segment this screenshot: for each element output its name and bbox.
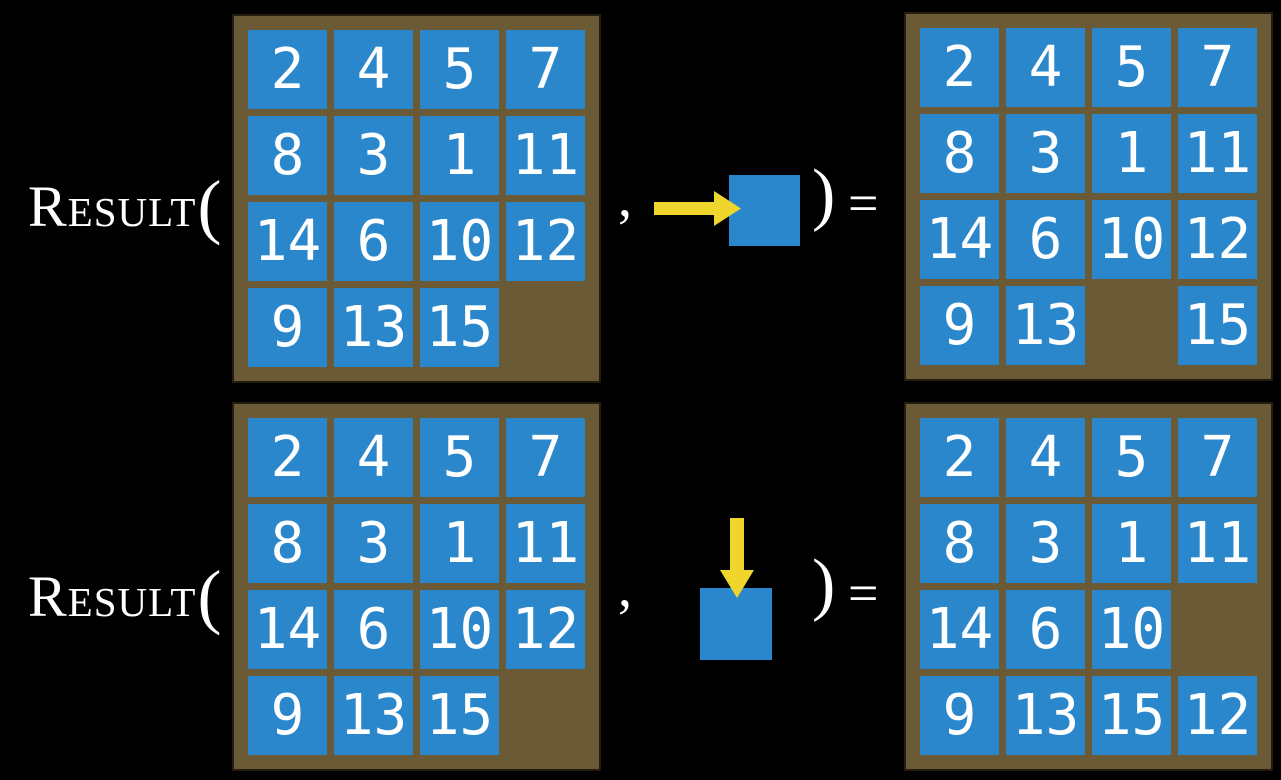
- tile-5: 5: [420, 418, 499, 497]
- tile-12: 12: [1178, 200, 1257, 279]
- tile-4: 4: [1006, 28, 1085, 107]
- equals-sign: =: [848, 173, 879, 233]
- tile-6: 6: [1006, 200, 1085, 279]
- tile-5: 5: [1092, 28, 1171, 107]
- comma-separator: ,: [618, 167, 632, 229]
- tile-2: 2: [920, 28, 999, 107]
- tile-10: 10: [420, 202, 499, 281]
- tile-12: 12: [506, 590, 585, 669]
- tile-14: 14: [920, 200, 999, 279]
- tile-8: 8: [920, 504, 999, 583]
- tile-11: 11: [1178, 114, 1257, 193]
- action-tile-square: [700, 588, 772, 660]
- blank-cell: [506, 288, 585, 367]
- tile-14: 14: [248, 202, 327, 281]
- blank-cell: [506, 676, 585, 755]
- tile-13: 13: [334, 676, 413, 755]
- tile-15: 15: [420, 288, 499, 367]
- tile-13: 13: [1006, 676, 1085, 755]
- tile-13: 13: [1006, 286, 1085, 365]
- tile-11: 11: [506, 116, 585, 195]
- tile-6: 6: [334, 202, 413, 281]
- tile-15: 15: [420, 676, 499, 755]
- function-name-label: Result: [28, 174, 197, 239]
- blank-cell: [1178, 590, 1257, 669]
- tile-12: 12: [1178, 676, 1257, 755]
- tile-6: 6: [334, 590, 413, 669]
- tile-9: 9: [248, 288, 327, 367]
- tile-1: 1: [420, 504, 499, 583]
- tile-7: 7: [506, 418, 585, 497]
- arrow-right-icon: [654, 191, 741, 226]
- tile-10: 10: [1092, 590, 1171, 669]
- function-name-label: Result: [28, 564, 197, 629]
- function-name: Result(: [28, 556, 222, 632]
- tile-9: 9: [920, 676, 999, 755]
- tile-10: 10: [420, 590, 499, 669]
- tile-3: 3: [334, 504, 413, 583]
- tile-11: 11: [1178, 504, 1257, 583]
- tile-8: 8: [920, 114, 999, 193]
- action-tile-square: [729, 175, 800, 246]
- tile-13: 13: [334, 288, 413, 367]
- equals-sign: =: [848, 563, 879, 623]
- arrow-down-icon: [720, 518, 754, 598]
- tile-7: 7: [506, 30, 585, 109]
- tile-9: 9: [248, 676, 327, 755]
- tile-1: 1: [420, 116, 499, 195]
- tile-2: 2: [248, 418, 327, 497]
- tile-5: 5: [420, 30, 499, 109]
- tile-1: 1: [1092, 114, 1171, 193]
- tile-7: 7: [1178, 28, 1257, 107]
- tile-4: 4: [334, 418, 413, 497]
- tile-11: 11: [506, 504, 585, 583]
- tile-8: 8: [248, 504, 327, 583]
- tile-1: 1: [1092, 504, 1171, 583]
- tile-7: 7: [1178, 418, 1257, 497]
- close-paren: ): [812, 546, 836, 623]
- blank-cell: [1092, 286, 1171, 365]
- tile-8: 8: [248, 116, 327, 195]
- tile-14: 14: [920, 590, 999, 669]
- comma-separator: ,: [618, 557, 632, 619]
- tile-4: 4: [1006, 418, 1085, 497]
- tile-2: 2: [920, 418, 999, 497]
- tile-4: 4: [334, 30, 413, 109]
- tile-5: 5: [1092, 418, 1171, 497]
- function-name: Result(: [28, 166, 222, 242]
- tile-6: 6: [1006, 590, 1085, 669]
- tile-15: 15: [1092, 676, 1171, 755]
- tile-3: 3: [1006, 114, 1085, 193]
- tile-12: 12: [506, 202, 585, 281]
- close-paren: ): [812, 156, 836, 233]
- open-paren: (: [197, 556, 223, 636]
- tile-14: 14: [248, 590, 327, 669]
- open-paren: (: [197, 166, 223, 246]
- tile-15: 15: [1178, 286, 1257, 365]
- tile-2: 2: [248, 30, 327, 109]
- tile-9: 9: [920, 286, 999, 365]
- tile-10: 10: [1092, 200, 1171, 279]
- tile-3: 3: [1006, 504, 1085, 583]
- tile-3: 3: [334, 116, 413, 195]
